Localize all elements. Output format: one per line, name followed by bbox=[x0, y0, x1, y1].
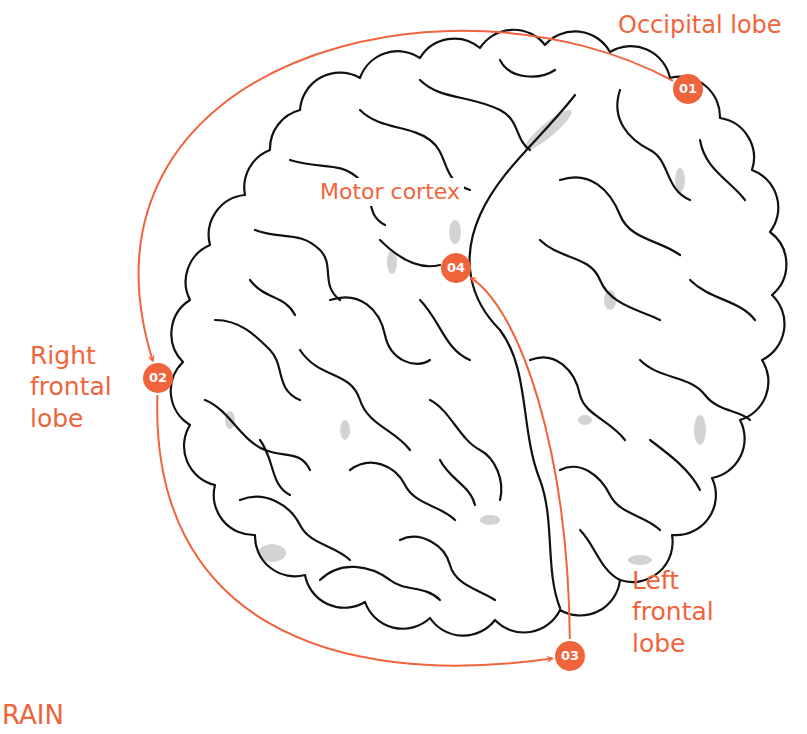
brain-stroke bbox=[225, 105, 706, 565]
region-label: Motor cortex bbox=[316, 178, 464, 206]
brain-stroke bbox=[350, 463, 455, 520]
brain-stroke bbox=[560, 177, 680, 255]
brain-stroke bbox=[500, 60, 555, 77]
brain-stroke bbox=[171, 30, 787, 636]
callout-number: 03 bbox=[555, 641, 585, 671]
brain-stroke bbox=[340, 420, 350, 440]
brain-stroke bbox=[604, 290, 616, 310]
title-fragment: RAIN bbox=[2, 700, 64, 730]
callout-number: 04 bbox=[441, 253, 471, 283]
brain-stroke bbox=[578, 415, 592, 425]
brain-stroke bbox=[480, 515, 500, 525]
region-label: Right frontal lobe bbox=[30, 340, 135, 434]
brain-stroke bbox=[171, 30, 787, 636]
brain-stroke bbox=[694, 415, 706, 445]
brain-stroke bbox=[205, 400, 310, 470]
callout-circle: Right frontal lobe02 bbox=[143, 363, 173, 393]
flow-arrow bbox=[471, 278, 570, 639]
brain-stroke bbox=[540, 240, 660, 320]
brain-stroke bbox=[449, 220, 461, 244]
brain-stroke bbox=[400, 537, 495, 600]
brain-stroke bbox=[255, 230, 340, 300]
brain-stroke bbox=[560, 467, 660, 530]
flow-arrow bbox=[139, 31, 673, 361]
brain-stroke bbox=[628, 555, 652, 565]
brain-stroke bbox=[320, 567, 440, 600]
flow-arrow bbox=[157, 395, 552, 666]
brain-stroke bbox=[430, 400, 501, 500]
brain-stroke bbox=[617, 90, 690, 200]
brain-stroke bbox=[300, 350, 410, 450]
brain-stroke bbox=[240, 497, 350, 560]
brain-stroke bbox=[700, 140, 745, 200]
brain-stroke bbox=[420, 80, 530, 150]
brain-stroke bbox=[690, 280, 755, 320]
callout-circle: Motor cortex04 bbox=[441, 253, 471, 283]
callout-number: 02 bbox=[143, 363, 173, 393]
brain-stroke bbox=[580, 530, 620, 580]
brain-stroke bbox=[530, 357, 625, 440]
callout-circle: Occipital lobe01 bbox=[673, 74, 703, 104]
region-label: Left frontal lobe bbox=[632, 565, 742, 659]
brain-stroke bbox=[640, 360, 750, 420]
brain-stroke bbox=[380, 240, 440, 266]
brain-stroke bbox=[260, 440, 290, 495]
region-label: Occipital lobe bbox=[618, 10, 782, 40]
brain-stroke bbox=[215, 320, 300, 400]
brain-stroke bbox=[250, 280, 295, 315]
callout-circle: Left frontal lobe03 bbox=[555, 641, 585, 671]
brain-stroke bbox=[440, 460, 475, 505]
brain-stroke bbox=[420, 300, 470, 360]
brain-stroke bbox=[330, 297, 430, 363]
callout-number: 01 bbox=[673, 74, 703, 104]
brain-stroke bbox=[650, 440, 700, 490]
